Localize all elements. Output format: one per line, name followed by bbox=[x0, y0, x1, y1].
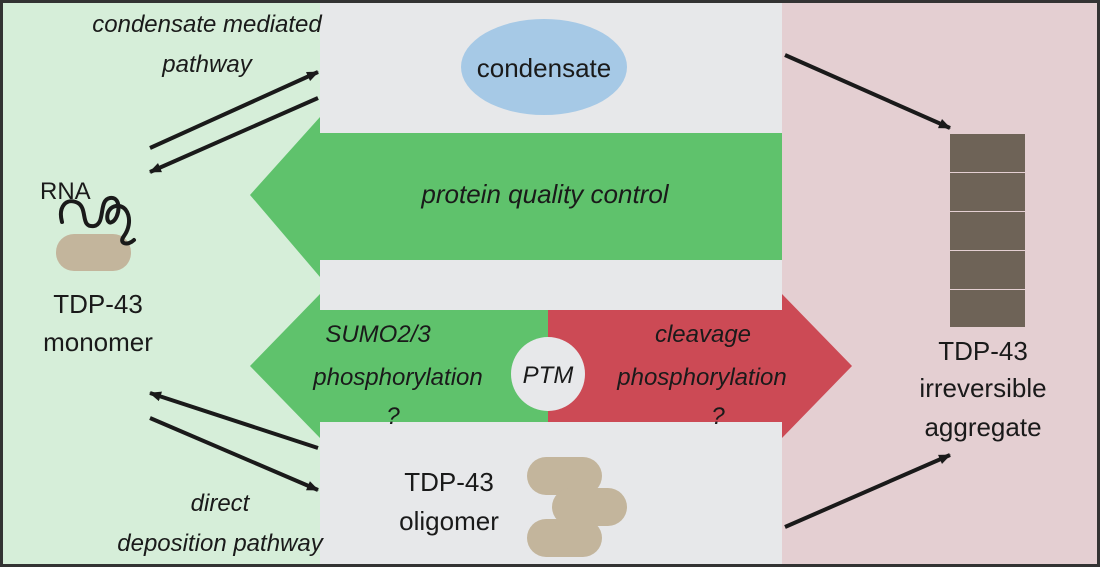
direct-pathway-line1: direct bbox=[191, 490, 251, 517]
rna-label: RNA bbox=[40, 178, 91, 205]
aggregate-zone bbox=[782, 0, 1100, 567]
oligomer-label-line1: TDP-43 bbox=[404, 467, 494, 497]
ptm-left-line2: phosphorylation bbox=[312, 364, 482, 391]
condensate-to-aggregate-arrow bbox=[784, 53, 951, 130]
oligomer-icon bbox=[527, 457, 627, 557]
ptm-label: PTM bbox=[523, 362, 574, 389]
ptm-left-arrow bbox=[250, 294, 548, 438]
oligomer-label-line2: oligomer bbox=[399, 506, 499, 536]
aggregate-label-line1: TDP-43 bbox=[938, 336, 1028, 366]
condensate-label: condensate bbox=[477, 53, 611, 83]
protein-quality-control-label: protein quality control bbox=[420, 179, 669, 209]
condensate-ellipse bbox=[461, 19, 627, 115]
ptm-right-line2: phosphorylation bbox=[616, 364, 786, 391]
ptm-right-line1: cleavage bbox=[655, 321, 751, 348]
rna-strand-icon bbox=[59, 196, 136, 246]
ptm-right-line3: ? bbox=[711, 403, 725, 430]
monomer-zone bbox=[0, 0, 320, 567]
condensate-pathway-line2: pathway bbox=[161, 51, 253, 78]
direct-pathway-line2: deposition pathway bbox=[117, 530, 324, 557]
ptm-circle bbox=[511, 337, 585, 411]
monomer-protein bbox=[56, 234, 131, 271]
oligomer-to-aggregate-arrow bbox=[784, 453, 951, 529]
condensate-pathway-line1: condensate mediated bbox=[92, 11, 322, 38]
ptm-right-arrow bbox=[548, 294, 852, 438]
condensate-to-monomer-arrow bbox=[149, 96, 319, 174]
protein-quality-control-arrow bbox=[250, 117, 782, 277]
monomer-label-line1: TDP-43 bbox=[53, 289, 143, 319]
aggregate-label-line3: aggregate bbox=[924, 412, 1041, 442]
oligomer-to-monomer-arrow bbox=[149, 391, 319, 450]
monomer-to-oligomer-arrow bbox=[149, 416, 319, 492]
ptm-left-line1: SUMO2/3 bbox=[325, 321, 431, 348]
aggregate-stack-icon bbox=[950, 134, 1025, 327]
monomer-to-condensate-arrow bbox=[149, 70, 319, 150]
aggregate-label-line2: irreversible bbox=[919, 373, 1046, 403]
monomer-label-line2: monomer bbox=[43, 327, 153, 357]
ptm-left-line3: ? bbox=[386, 403, 400, 430]
